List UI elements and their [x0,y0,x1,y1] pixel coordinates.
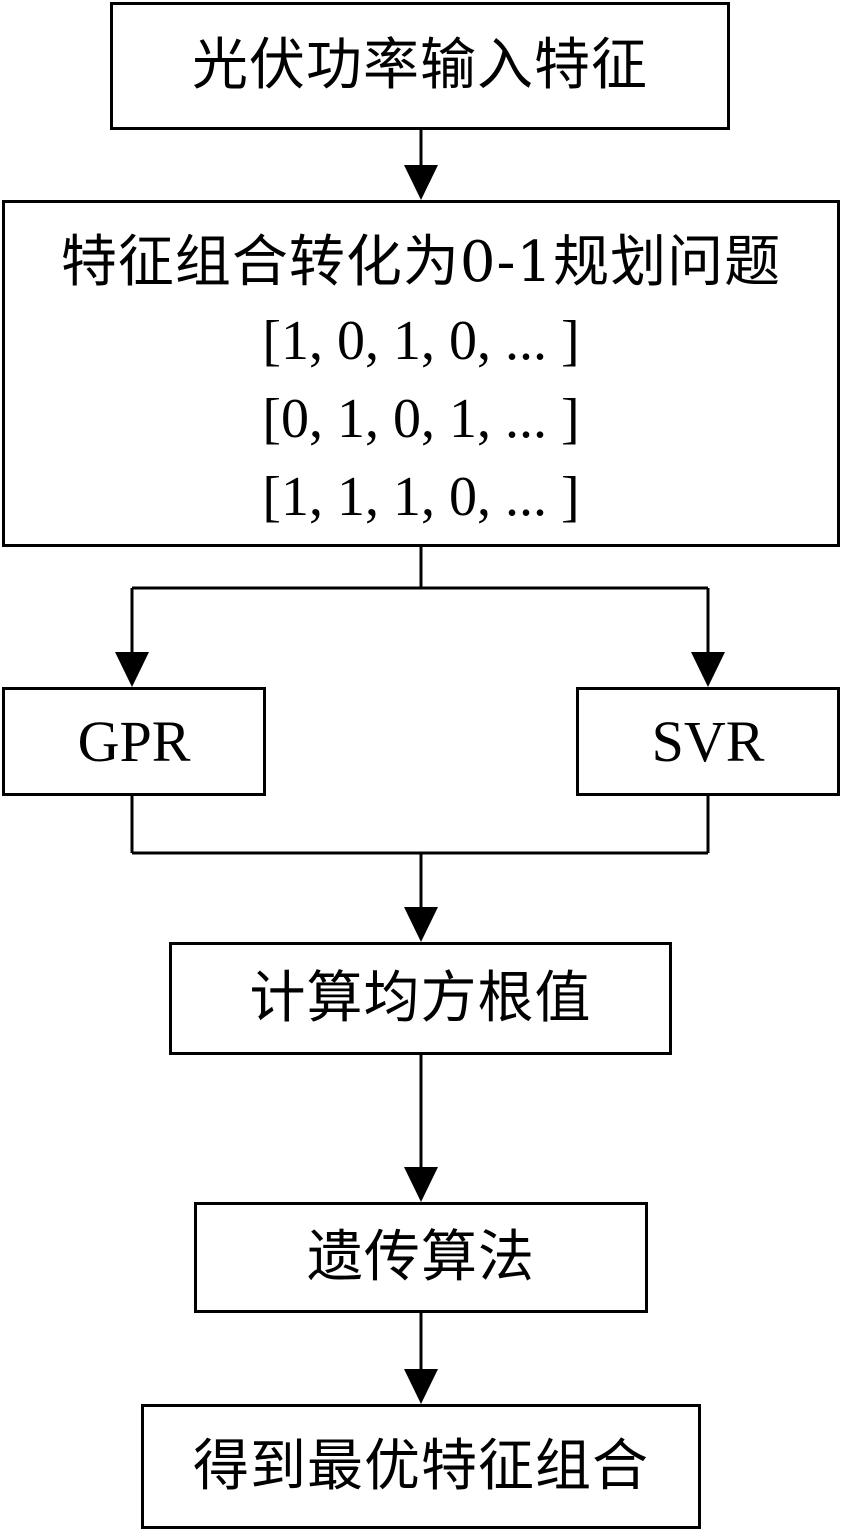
arrowhead-gpr [115,652,149,687]
node-input-features-label: 光伏功率输入特征 [192,33,648,98]
node-gpr-label: GPR [77,708,191,774]
node-genetic-algorithm: 遗传算法 [194,1202,648,1313]
node-gpr: GPR [2,687,266,796]
node-binary-programming: 特征组合转化为0-1规划问题 [1, 0, 1, 0, ... ] [0, 1,… [2,200,840,547]
node-svr: SVR [576,687,840,796]
arrowhead-optimal [404,1369,438,1404]
arrowhead-ga [404,1167,438,1202]
binary-vector-2: [0, 1, 0, 1, ... ] [262,388,580,450]
binary-vector-1: [1, 0, 1, 0, ... ] [262,310,580,372]
node-optimal-features-label: 得到最优特征组合 [193,1433,649,1499]
node-genetic-algorithm-label: 遗传算法 [307,1224,535,1290]
node-rmse: 计算均方根值 [169,942,672,1055]
arrowhead-svr [691,652,725,687]
arrowhead-rmse [404,907,438,942]
node-binary-programming-title: 特征组合转化为0-1规划问题 [60,230,782,295]
binary-vector-3: [1, 1, 1, 0, ... ] [262,466,580,528]
node-rmse-label: 计算均方根值 [249,965,592,1031]
node-optimal-features: 得到最优特征组合 [141,1404,701,1529]
node-svr-label: SVR [651,708,765,774]
arrowhead-binary [404,165,438,200]
node-input-features: 光伏功率输入特征 [110,2,730,130]
